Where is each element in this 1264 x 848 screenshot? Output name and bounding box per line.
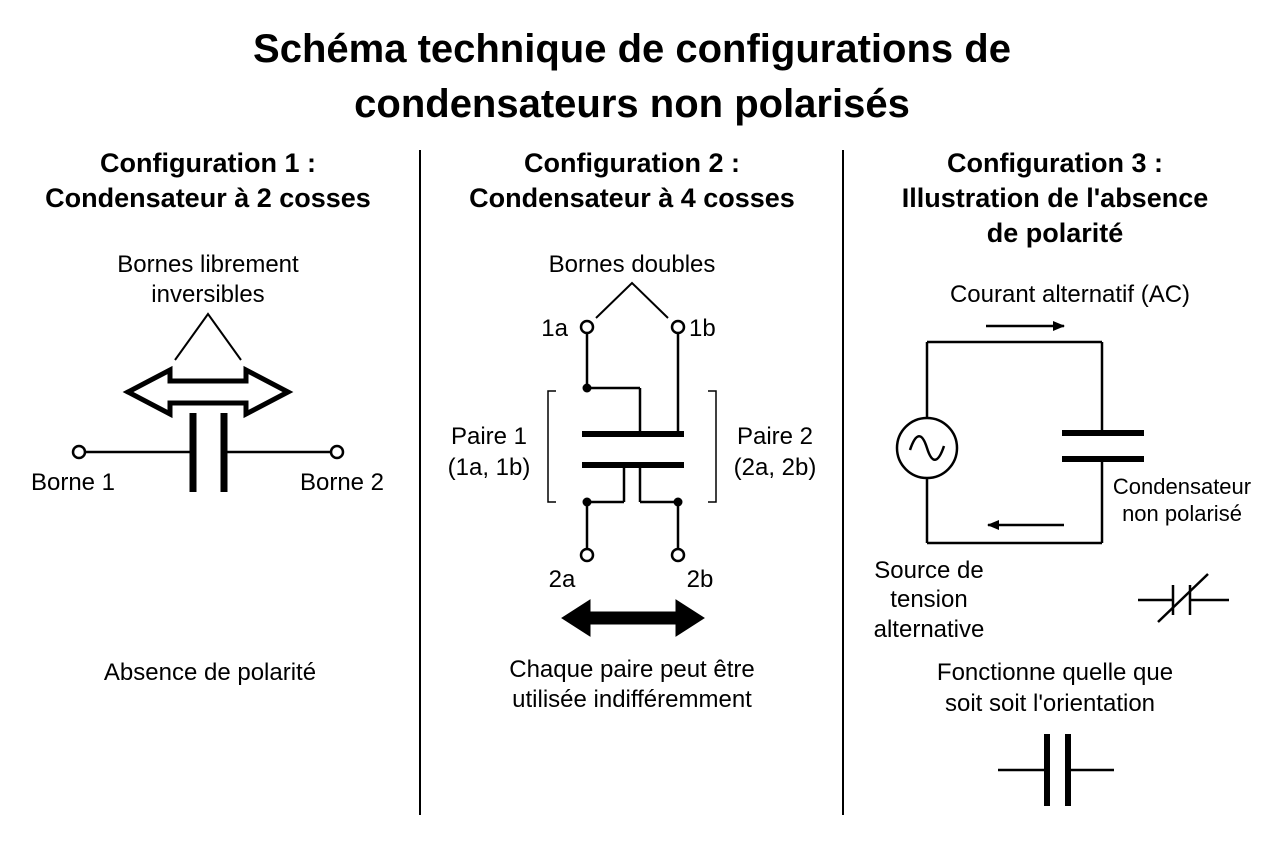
terminal-1-label: Borne 1 [31,469,115,496]
ac-current-label: Courant alternatif (AC) [950,281,1190,308]
terminal-1b-label: 1b [689,315,716,342]
config1-callout-line-2: inversibles [151,281,264,308]
title-line-1: Schéma technique de configurations de [253,27,1011,71]
terminal-1-circle [71,444,87,460]
terminal-1b-circle [670,319,686,335]
source-label-line-2: tension [890,586,967,613]
config1-callout-line-1: Bornes librement [117,251,299,278]
terminal-2a-label: 2a [549,566,576,593]
config1-heading-line-2: Condensateur à 2 cosses [45,183,371,213]
source-label-line-1: Source de [874,557,983,584]
config2-caption-line-1: Chaque paire peut être [509,656,755,683]
config3-heading-line-3: de polarité [987,218,1124,248]
config1-callout-pointer [174,312,242,361]
reversible-double-arrow-icon [122,365,294,419]
config3-heading-line-1: Configuration 3 : [947,148,1163,178]
variable-capacitor-symbol-icon [1138,573,1229,623]
terminal-2b-label: 2b [687,566,714,593]
source-label-line-3: alternative [874,616,985,643]
config2-callout-pointer [595,281,669,319]
config2-heading-line-2: Condensateur à 4 cosses [469,183,795,213]
pair-1-label-line-2: (1a, 1b) [448,454,531,481]
terminal-1a-circle [579,319,595,335]
ac-circuit [895,321,1144,545]
pair-2-label-line-2: (2a, 2b) [734,454,817,481]
config1-panel: Configuration 1 : Condensateur à 2 cosse… [31,148,384,686]
title-line-2: condensateurs non polarisés [354,82,910,126]
terminal-2-label: Borne 2 [300,469,384,496]
sine-wave-icon [908,435,946,461]
terminal-2-circle [329,444,345,460]
config3-panel: Configuration 3 : Illustration de l'abse… [874,148,1251,806]
config2-panel: Configuration 2 : Condensateur à 4 cosse… [448,148,817,713]
config2-heading-line-1: Configuration 2 : [524,148,740,178]
pair-1-label-line-1: Paire 1 [451,423,527,450]
config1-caption: Absence de polarité [104,659,316,686]
terminal-1a-label: 1a [541,315,568,342]
four-terminal-capacitor-symbol [547,319,717,563]
config3-caption-line-2: soit soit l'orientation [945,690,1155,717]
capacitor-label-line-1: Condensateur [1113,474,1251,499]
interchangeable-double-arrow-icon [561,599,705,637]
config2-callout: Bornes doubles [549,251,716,278]
config3-caption-line-1: Fonctionne quelle que [937,659,1173,686]
terminal-2b-circle [670,547,686,563]
pair-2-label-line-1: Paire 2 [737,423,813,450]
two-terminal-capacitor-symbol [71,413,345,492]
capacitor-symbol-icon [998,734,1114,806]
config2-caption-line-2: utilisée indifféremment [512,686,752,713]
capacitor-label-line-2: non polarisé [1122,501,1242,526]
config1-heading-line-1: Configuration 1 : [100,148,316,178]
config3-heading-line-2: Illustration de l'absence [902,183,1209,213]
terminal-2a-circle [579,547,595,563]
